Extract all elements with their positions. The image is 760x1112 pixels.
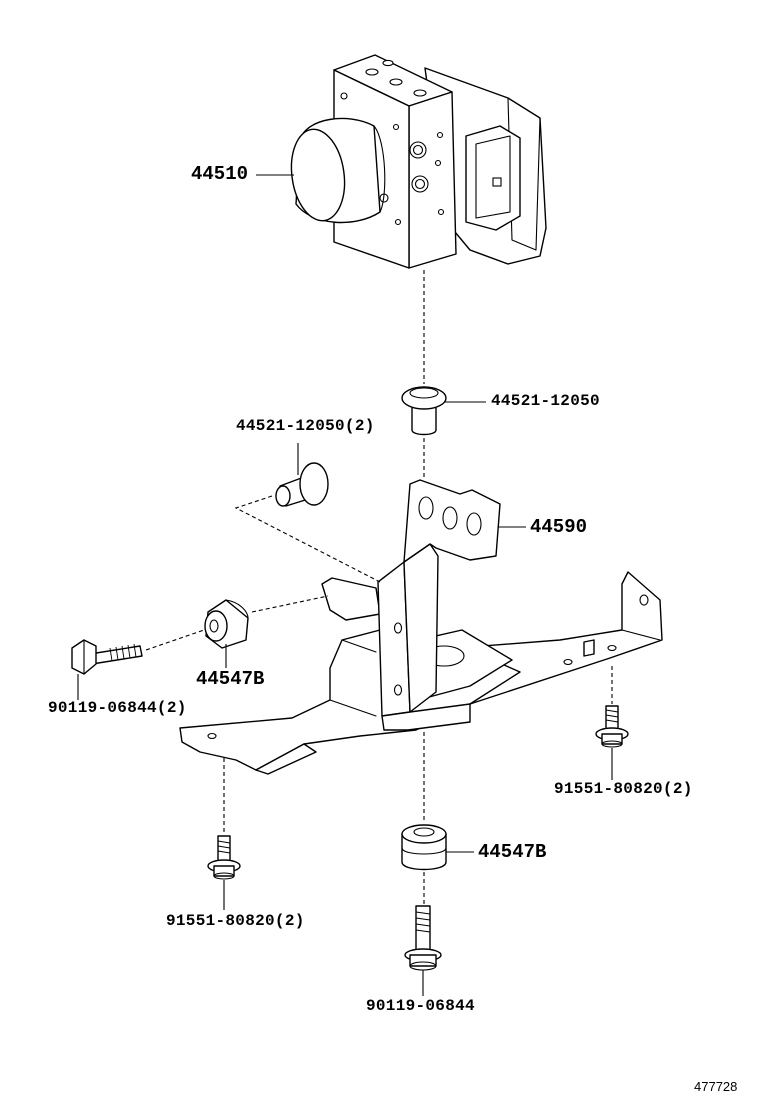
label-bolt-right: 91551-80820(2) [554,780,693,798]
label-actuator: 44510 [191,163,249,185]
cushion-side [204,599,249,649]
bracket-44590 [179,479,663,775]
label-grommet-top: 44521-12050 [491,392,600,410]
label-bolt-left: 91551-80820(2) [166,912,305,930]
label-cushion-bottom: 44547B [478,841,547,863]
leader-lines [77,174,613,996]
cushion-bottom [401,824,447,871]
illustration-id: 477728 [694,1079,738,1094]
label-bolt-bottom: 90119-06844 [366,997,475,1015]
assembly-lines [145,270,613,904]
bolt-side [71,639,143,675]
bolt-bottom [404,905,442,971]
bolt-right [595,705,629,748]
label-bolt-side: 90119-06844(2) [48,699,187,717]
label-cushion-side: 44547B [196,668,265,690]
label-bracket: 44590 [530,516,588,538]
bolt-left [207,835,241,880]
grommet-side [275,462,329,507]
grommet-top [401,386,447,436]
label-grommet-side: 44521-12050(2) [236,417,375,435]
abs-actuator-44510 [290,54,547,269]
